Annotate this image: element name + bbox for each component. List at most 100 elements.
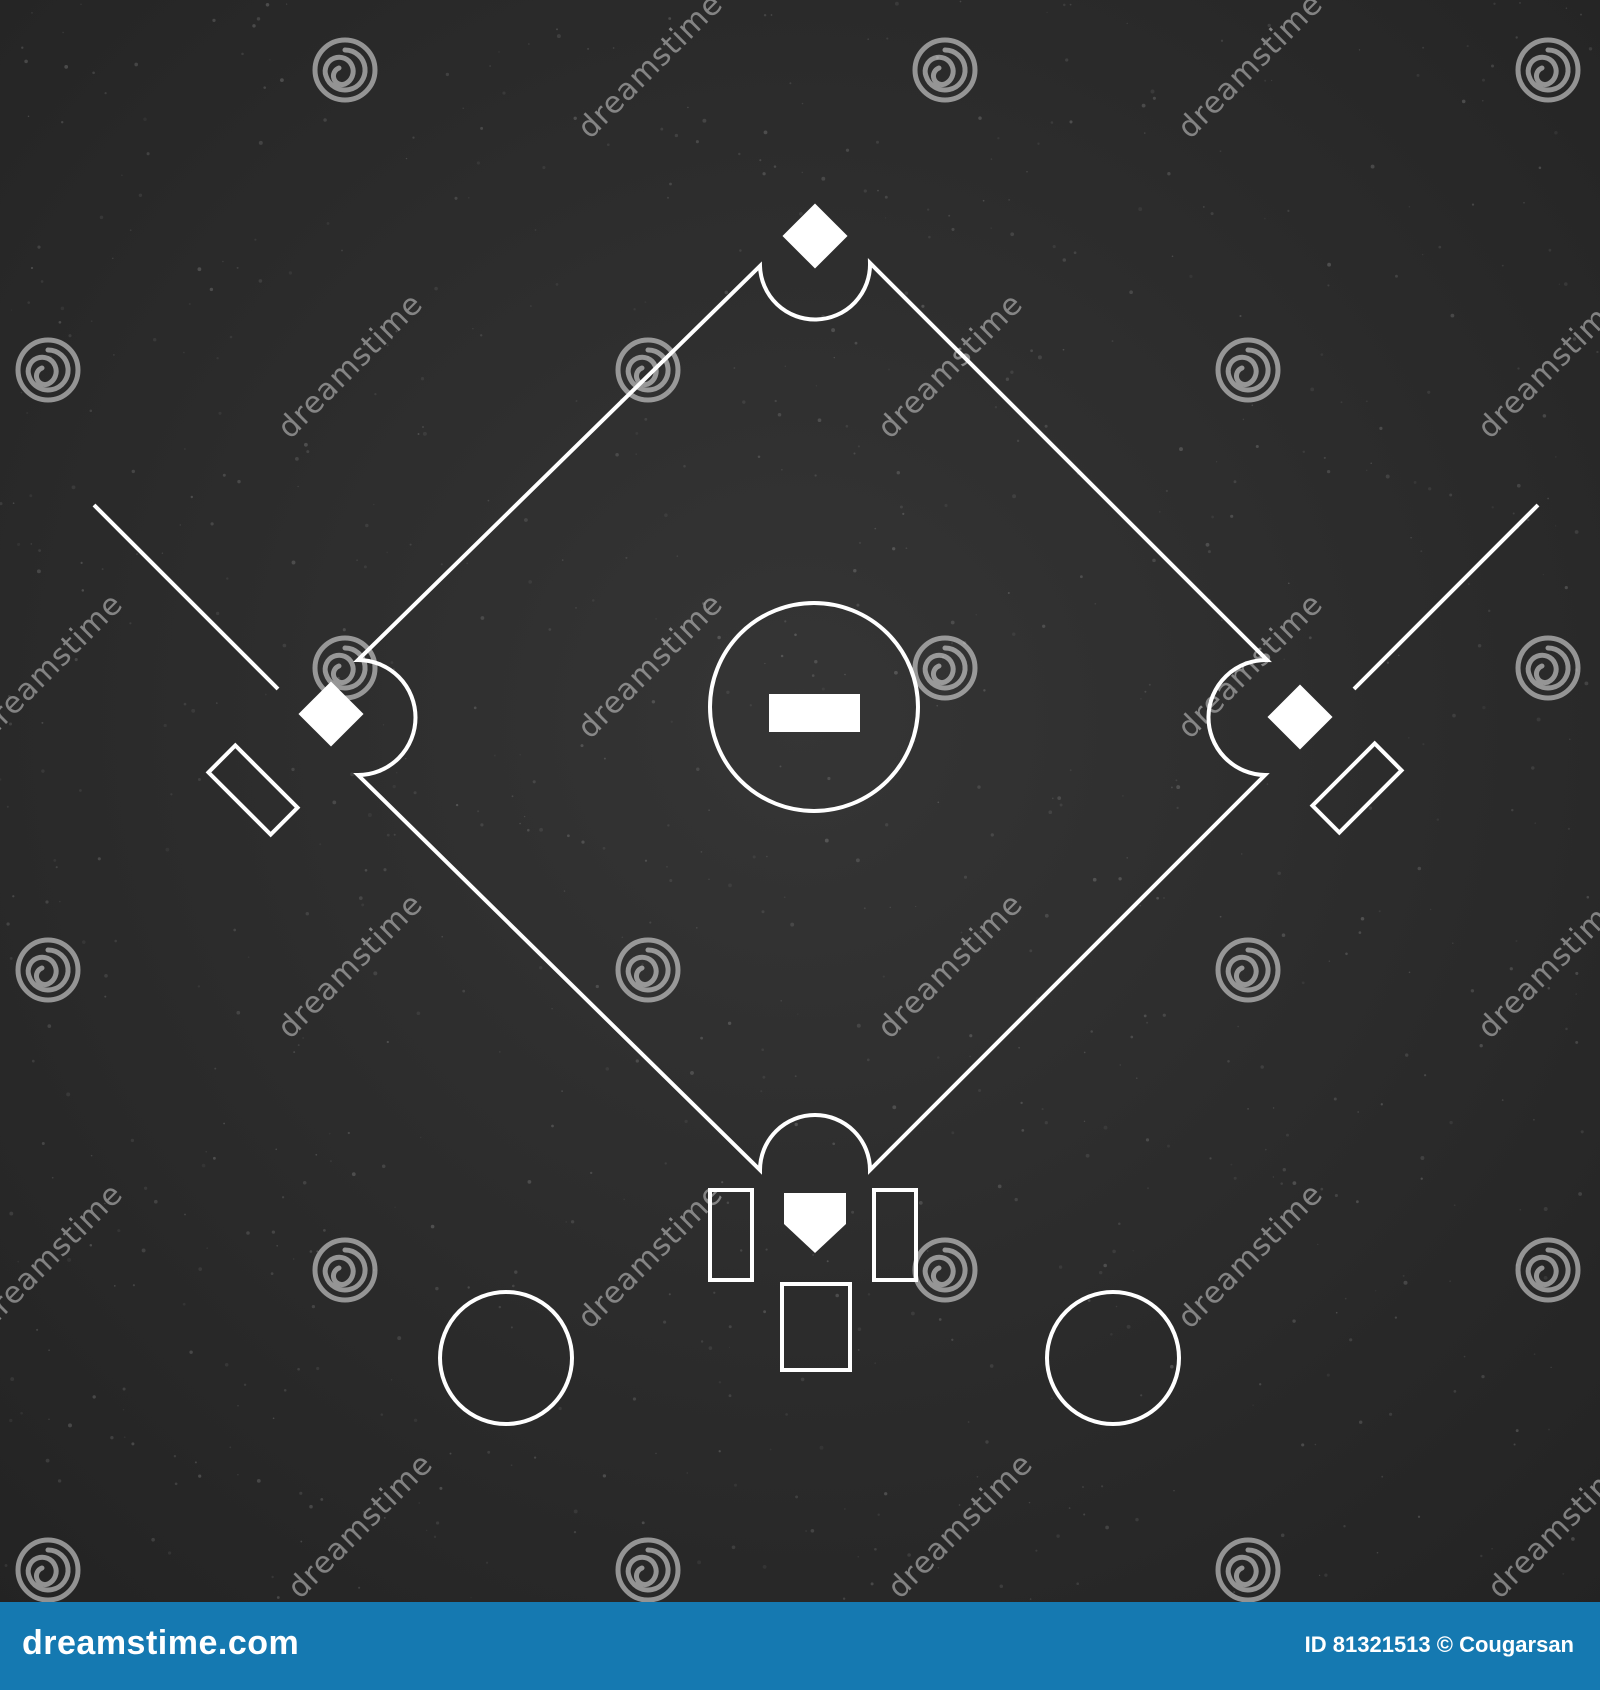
chalk-speck (299, 1491, 303, 1495)
chalk-speck (121, 174, 123, 177)
chalk-speck (581, 840, 585, 844)
chalk-speck (1126, 22, 1128, 25)
chalk-speck (1035, 1549, 1038, 1552)
chalk-speck (915, 905, 917, 908)
chalk-speck (1292, 1181, 1297, 1185)
chalk-speck (1220, 39, 1224, 42)
chalk-speck (1103, 1125, 1108, 1130)
chalk-speck (1537, 973, 1540, 976)
chalk-speck (1292, 1319, 1296, 1323)
chalk-speck (1408, 971, 1411, 974)
chalk-speck (404, 757, 407, 760)
chalk-speck (1512, 512, 1515, 515)
chalk-speck (40, 280, 44, 283)
chalk-speck (1037, 142, 1040, 145)
chalk-speck (48, 1418, 50, 1420)
chalk-speck (1523, 202, 1525, 204)
chalk-speck (1555, 456, 1557, 458)
chalk-speck (31, 12, 33, 14)
chalk-speck (309, 1504, 313, 1509)
chalk-speck (136, 553, 138, 555)
chalk-speck (131, 1442, 135, 1446)
chalk-speck (1491, 1547, 1493, 1550)
chalk-speck (1366, 400, 1368, 403)
chalk-speck (1420, 1156, 1425, 1160)
chalk-speck (844, 673, 846, 676)
chalk-speck (985, 1440, 989, 1444)
chalk-speck (1374, 1289, 1377, 1292)
chalk-speck (887, 416, 892, 420)
batters-box-right (872, 1188, 918, 1282)
chalk-speck (1141, 103, 1146, 108)
chalk-speck (1301, 981, 1305, 985)
chalk-speck (1051, 1397, 1053, 1400)
chalk-speck (1056, 1534, 1060, 1538)
chalk-speck (502, 91, 506, 95)
chalk-speck (17, 542, 21, 546)
chalk-speck (1493, 2, 1496, 5)
chalk-speck (1320, 353, 1324, 356)
chalk-speck (997, 137, 1000, 140)
chalk-speck (666, 865, 668, 868)
chalk-speck (1356, 1200, 1359, 1204)
chalk-speck (417, 433, 420, 435)
chalk-speck (538, 965, 543, 970)
chalk-speck (1283, 658, 1285, 661)
chalk-speck (209, 287, 214, 292)
chalk-speck (892, 547, 896, 551)
footer-site-logo[interactable]: dreamstime.com (22, 1624, 300, 1662)
chalk-speck (1281, 933, 1286, 937)
chalk-speck (306, 450, 310, 454)
chalk-speck (1452, 713, 1456, 718)
chalk-speck (1219, 915, 1222, 918)
chalk-speck (236, 266, 239, 269)
chalk-speck (362, 1510, 365, 1513)
chalk-speck (413, 791, 417, 795)
chalk-speck (454, 196, 458, 200)
chalk-speck (467, 1286, 470, 1289)
chalk-speck (523, 815, 526, 818)
chalk-speck (4, 1564, 8, 1567)
chalk-speck (565, 1221, 567, 1223)
chalk-speck (1227, 1060, 1230, 1063)
chalk-speck (10, 309, 13, 311)
chalk-speck (683, 464, 686, 468)
chalk-speck (92, 71, 95, 75)
chalk-speck (1450, 313, 1455, 318)
chalk-speck (1147, 1187, 1149, 1190)
chalk-speck (1424, 1074, 1427, 1077)
chalk-speck (1252, 1404, 1254, 1406)
chalk-speck (882, 975, 885, 978)
chalk-speck (297, 485, 299, 488)
chalk-speck (409, 543, 412, 546)
chalk-speck (669, 182, 672, 186)
chalk-speck (696, 927, 698, 929)
chalk-speck (567, 834, 570, 838)
chalk-speck (468, 197, 470, 199)
chalk-speck (237, 1405, 239, 1407)
chalk-speck (1394, 1316, 1398, 1319)
chalk-speck (62, 31, 64, 34)
chalk-speck (1413, 480, 1417, 484)
chalk-speck (904, 291, 909, 295)
chalk-speck (479, 334, 483, 337)
chalk-speck (759, 159, 762, 162)
chalk-speck (20, 391, 23, 394)
footer-bar: dreamstime.com ID 81321513 © Cougarsan (0, 1602, 1600, 1690)
on-deck-circle-left (438, 1290, 574, 1426)
chalk-speck (300, 1540, 303, 1543)
chalk-speck (20, 1411, 23, 1415)
chalk-speck (713, 1291, 716, 1294)
chalk-speck (316, 1366, 320, 1371)
chalk-speck (877, 189, 879, 192)
chalk-speck (1046, 11, 1048, 14)
chalk-speck (948, 214, 951, 217)
chalk-speck (197, 267, 202, 272)
chalk-speck (1542, 573, 1545, 576)
chalk-speck (790, 922, 795, 927)
chalk-speck (994, 405, 998, 409)
chalk-speck (555, 282, 559, 286)
chalk-speck (80, 561, 83, 564)
chalk-speck (1328, 960, 1330, 962)
chalk-speck (1536, 717, 1541, 722)
